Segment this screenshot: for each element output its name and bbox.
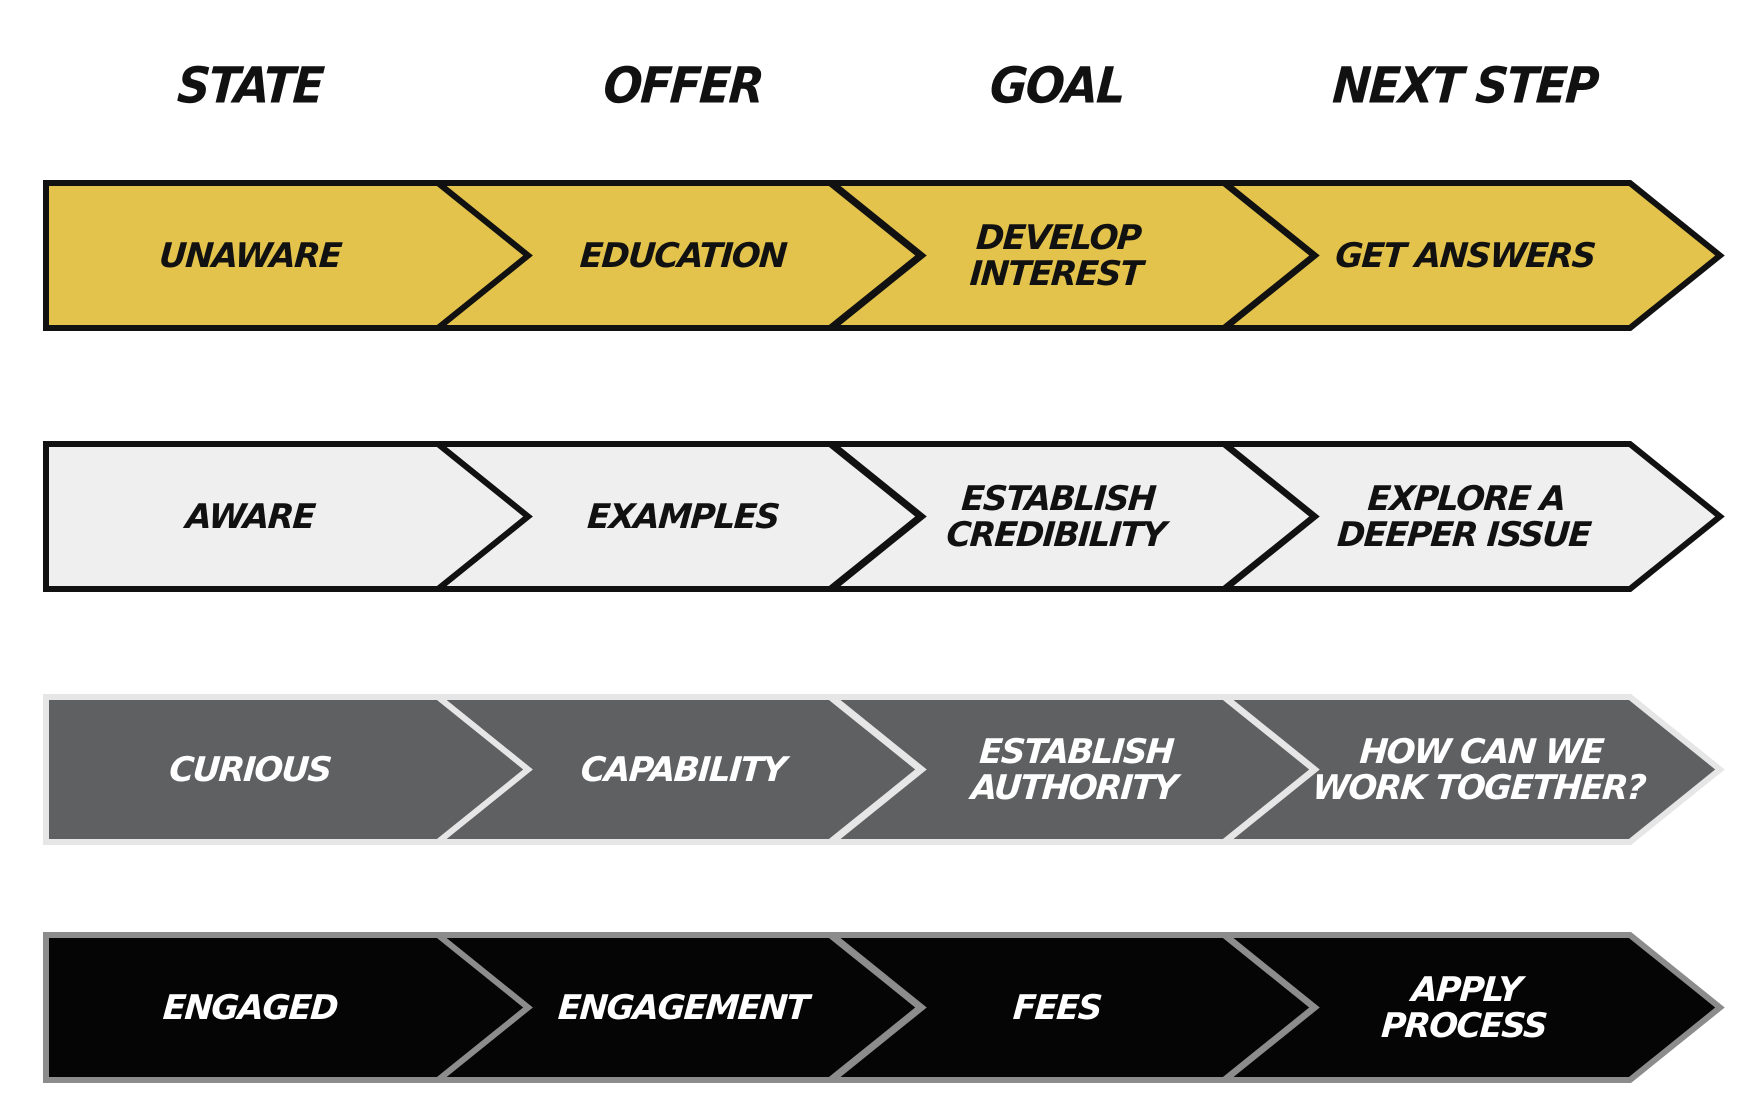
- row-unaware-label-text-4: GET ANSWERS: [1333, 235, 1597, 276]
- row-aware-chevron-1: [43, 441, 533, 592]
- row-unaware-label-2: EDUCATION: [500, 206, 867, 306]
- row-engaged-label-text-3: FEES: [1011, 987, 1103, 1028]
- row-engaged-chevron-1: [43, 932, 533, 1083]
- row-engaged: [43, 932, 1725, 1083]
- row-curious-label-text-3: ESTABLISH AUTHORITY: [969, 731, 1178, 808]
- row-unaware: [43, 180, 1725, 331]
- row-engaged-label-text-4: APPLY PROCESS: [1379, 969, 1548, 1046]
- row-unaware-label-1: UNAWARE: [67, 206, 434, 306]
- header-goal: GOAL: [988, 55, 1126, 115]
- row-curious-chevron-1: [43, 694, 533, 845]
- row-unaware-label-text-1: UNAWARE: [157, 235, 343, 276]
- row-curious-label-3: ESTABLISH AUTHORITY: [892, 720, 1259, 820]
- row-aware-label-4: EXPLORE A DEEPER ISSUE: [1282, 467, 1649, 567]
- row-aware-label-text-3: ESTABLISH CREDIBILITY: [945, 478, 1167, 555]
- header-offer: OFFER: [601, 55, 765, 115]
- row-curious: [43, 694, 1725, 845]
- row-aware-label-2: EXAMPLES: [500, 467, 867, 567]
- row-curious-label-1: CURIOUS: [67, 720, 434, 820]
- row-curious-label-text-2: CAPABILITY: [579, 749, 787, 790]
- row-aware-label-text-2: EXAMPLES: [586, 496, 780, 537]
- row-unaware-label-3: DEVELOP INTEREST: [874, 206, 1241, 306]
- row-engaged-label-3: FEES: [874, 958, 1241, 1058]
- row-engaged-label-text-2: ENGAGEMENT: [556, 987, 810, 1028]
- row-aware-label-1: AWARE: [67, 467, 434, 567]
- row-curious-label-2: CAPABILITY: [500, 720, 867, 820]
- row-unaware-label-text-2: EDUCATION: [578, 235, 788, 276]
- row-aware-label-text-1: AWARE: [184, 496, 316, 537]
- row-engaged-label-4: APPLY PROCESS: [1282, 958, 1649, 1058]
- row-aware: [43, 441, 1725, 592]
- row-engaged-label-text-1: ENGAGED: [161, 987, 339, 1028]
- row-engaged-label-2: ENGAGEMENT: [500, 958, 867, 1058]
- row-unaware-label-text-3: DEVELOP INTEREST: [968, 217, 1144, 294]
- header-state: STATE: [175, 55, 325, 115]
- row-engaged-label-1: ENGAGED: [67, 958, 434, 1058]
- row-aware-label-3: ESTABLISH CREDIBILITY: [874, 467, 1241, 567]
- header-next-step: NEXT STEP: [1330, 55, 1600, 115]
- row-curious-label-4: HOW CAN WE WORK TOGETHER?: [1297, 720, 1664, 820]
- row-aware-label-text-4: EXPLORE A DEEPER ISSUE: [1335, 478, 1592, 555]
- row-curious-label-text-4: HOW CAN WE WORK TOGETHER?: [1311, 731, 1647, 808]
- row-unaware-chevron-1: [43, 180, 533, 331]
- row-curious-label-text-1: CURIOUS: [167, 749, 332, 790]
- row-unaware-label-4: GET ANSWERS: [1282, 206, 1649, 306]
